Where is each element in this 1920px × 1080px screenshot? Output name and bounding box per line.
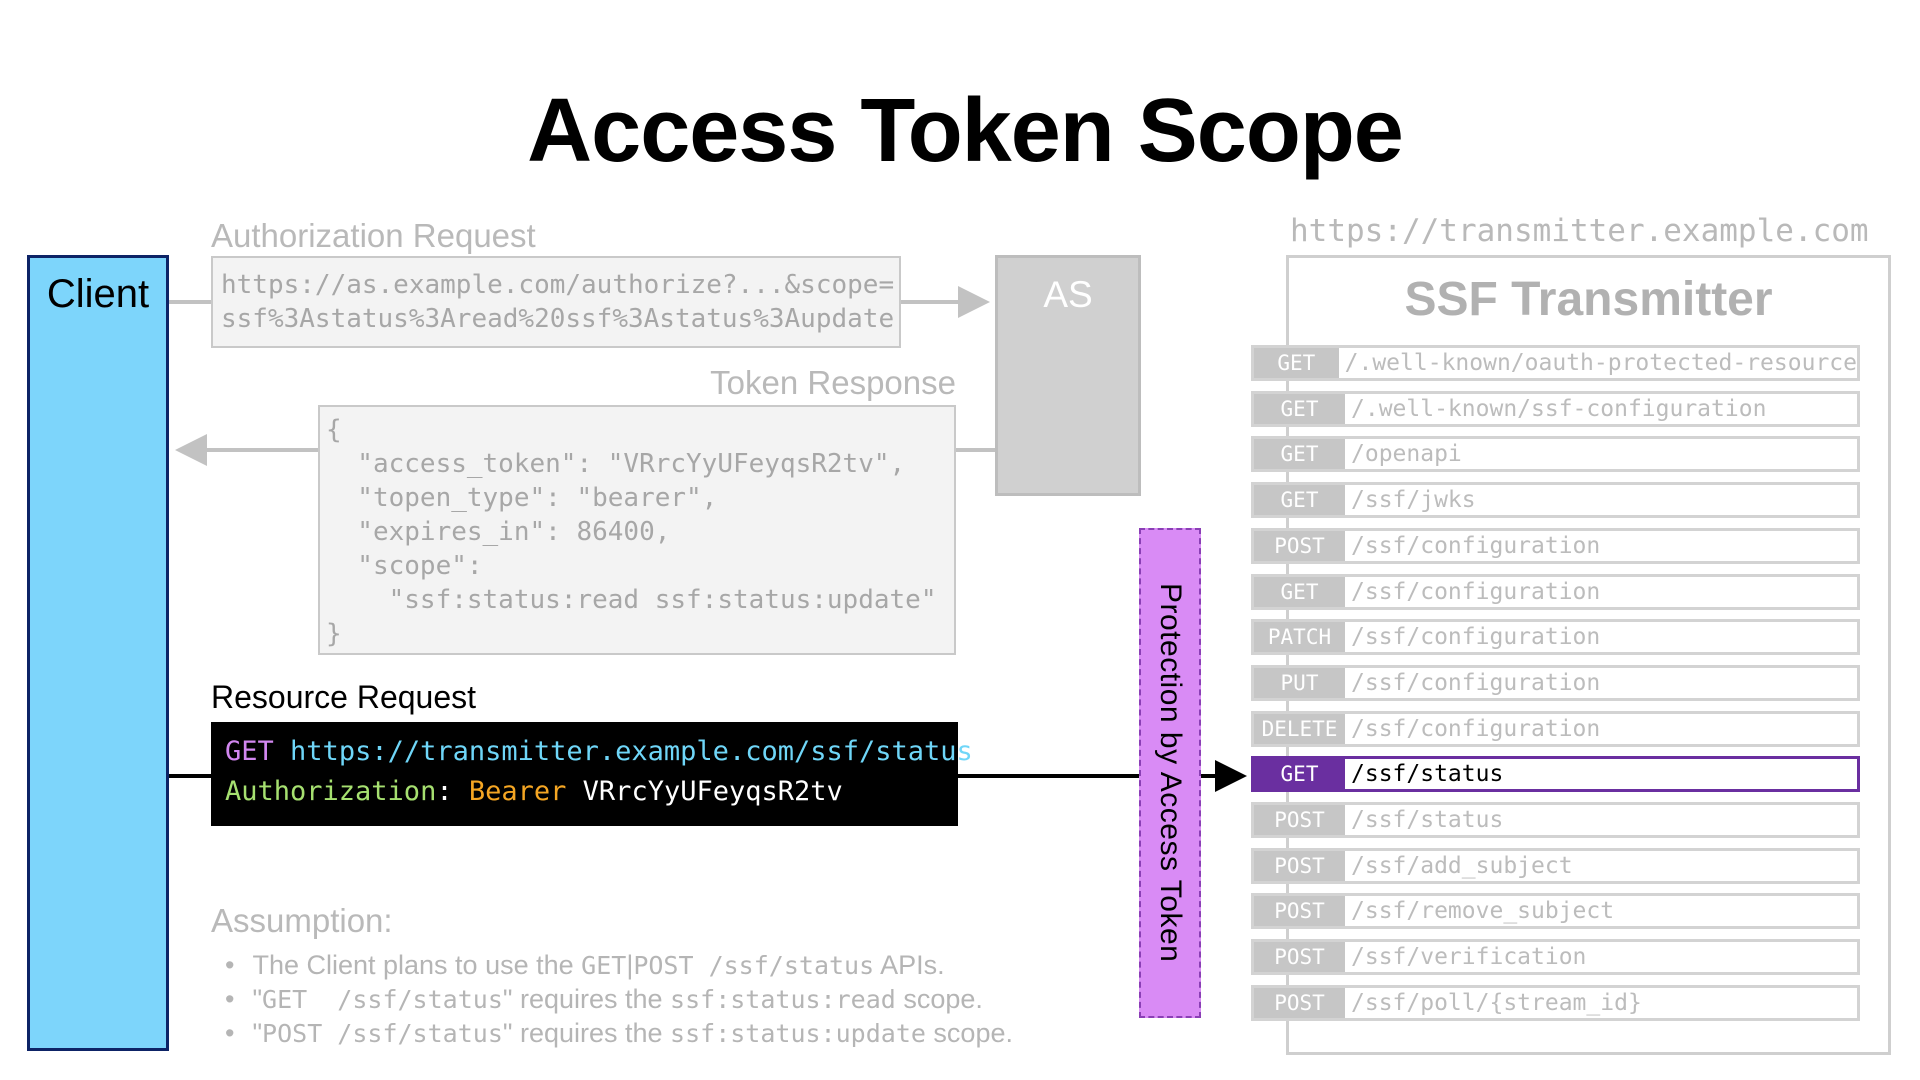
token-response-line: "access_token": "VRrcYyUFeyqsR2tv", bbox=[326, 449, 906, 479]
endpoint-path: /ssf/poll/{stream_id} bbox=[1351, 990, 1642, 1016]
client-box bbox=[27, 255, 169, 1051]
endpoint-method: POST bbox=[1254, 851, 1345, 881]
bullet-icon: • bbox=[225, 984, 235, 1014]
request-token: VRrcYyUFeyqsR2tv bbox=[582, 776, 843, 807]
endpoint-path: /ssf/configuration bbox=[1351, 579, 1601, 605]
token-response-line: } bbox=[326, 619, 342, 649]
endpoint-row: POST/ssf/remove_subject bbox=[1251, 893, 1860, 929]
endpoint-path: /ssf/add_subject bbox=[1351, 853, 1573, 879]
client-label: Client bbox=[46, 272, 150, 316]
endpoint-method: POST bbox=[1254, 988, 1345, 1018]
token-response-label: Token Response bbox=[710, 364, 956, 401]
endpoint-path: /ssf/configuration bbox=[1351, 716, 1601, 742]
token-response-line: "topen_type": "bearer", bbox=[326, 483, 718, 513]
token-response-line: "ssf:status:read ssf:status:update" bbox=[326, 585, 937, 615]
endpoint-row: PATCH/ssf/configuration bbox=[1251, 619, 1860, 655]
endpoint-method: GET bbox=[1254, 439, 1345, 469]
endpoint-row: GET/ssf/jwks bbox=[1251, 482, 1860, 518]
endpoint-path: /.well-known/ssf-configuration bbox=[1351, 396, 1767, 422]
request-url: https://transmitter.example.com/ssf/stat… bbox=[290, 736, 973, 767]
authorization-request-line-2: ssf%3Astatus%3Aread%20ssf%3Astatus%3Aupd… bbox=[221, 304, 895, 334]
endpoint-row: PUT/ssf/configuration bbox=[1251, 665, 1860, 701]
endpoint-path: /ssf/jwks bbox=[1351, 487, 1476, 513]
request-method: GET bbox=[225, 736, 274, 767]
request-header-colon: : bbox=[436, 776, 453, 807]
authorization-request-line-1: https://as.example.com/authorize?...&sco… bbox=[221, 270, 895, 300]
endpoint-method: POST bbox=[1254, 805, 1345, 835]
endpoint-method: GET bbox=[1254, 485, 1345, 515]
request-auth-scheme: Bearer bbox=[468, 776, 567, 807]
endpoint-row: POST/ssf/add_subject bbox=[1251, 848, 1860, 884]
endpoint-path: /openapi bbox=[1351, 441, 1462, 467]
assumption-item-3: •"POST /ssf/status" requires the ssf:sta… bbox=[225, 1018, 1013, 1048]
endpoint-method: GET bbox=[1254, 348, 1339, 378]
token-response-box: { "access_token": "VRrcYyUFeyqsR2tv", "t… bbox=[318, 405, 956, 655]
bullet-icon: • bbox=[225, 1018, 235, 1048]
ssf-transmitter-title: SSF Transmitter bbox=[1404, 273, 1773, 326]
endpoint-method: DELETE bbox=[1254, 714, 1345, 744]
endpoint-row: GET/ssf/configuration bbox=[1251, 574, 1860, 610]
bullet-icon: • bbox=[225, 950, 235, 980]
endpoint-path: /ssf/configuration bbox=[1351, 533, 1601, 559]
endpoint-row: GET/openapi bbox=[1251, 436, 1860, 472]
transmitter-url: https://transmitter.example.com bbox=[1290, 213, 1869, 249]
resource-request-box: GET https://transmitter.example.com/ssf/… bbox=[211, 722, 973, 826]
authorization-request-label: Authorization Request bbox=[211, 217, 536, 254]
endpoint-path: /ssf/verification bbox=[1351, 944, 1587, 970]
endpoint-path: /ssf/configuration bbox=[1351, 670, 1601, 696]
assumption-item-1: •The Client plans to use the GET|POST /s… bbox=[225, 950, 945, 980]
page-title: Access Token Scope bbox=[527, 81, 1404, 181]
endpoint-path: /ssf/remove_subject bbox=[1351, 898, 1615, 924]
endpoint-method: POST bbox=[1254, 531, 1345, 561]
endpoint-path: /.well-known/oauth-protected-resource bbox=[1344, 350, 1857, 376]
as-label: AS bbox=[1043, 274, 1093, 315]
request-header-name: Authorization bbox=[225, 776, 437, 807]
endpoint-path: /ssf/status bbox=[1351, 761, 1504, 787]
endpoint-path: /ssf/configuration bbox=[1351, 624, 1601, 650]
endpoint-method: PUT bbox=[1254, 668, 1345, 698]
endpoint-row: POST/ssf/poll/{stream_id} bbox=[1251, 985, 1860, 1021]
endpoint-row: GET/ssf/status bbox=[1251, 756, 1860, 792]
as-box bbox=[995, 255, 1141, 496]
token-response-line: { bbox=[326, 415, 342, 445]
endpoint-method: POST bbox=[1254, 942, 1345, 972]
endpoint-row: GET/.well-known/ssf-configuration bbox=[1251, 391, 1860, 427]
endpoint-row: GET/.well-known/oauth-protected-resource bbox=[1251, 345, 1860, 381]
assumption-item-2: •"GET /ssf/status" requires the ssf:stat… bbox=[225, 984, 983, 1014]
endpoint-method: GET bbox=[1254, 394, 1345, 424]
protection-box bbox=[1139, 528, 1201, 1018]
authorization-request-box: https://as.example.com/authorize?...&sco… bbox=[211, 256, 901, 348]
endpoint-row: POST/ssf/status bbox=[1251, 802, 1860, 838]
endpoint-method: PATCH bbox=[1254, 622, 1345, 652]
endpoint-row: DELETE/ssf/configuration bbox=[1251, 711, 1860, 747]
endpoint-method: GET bbox=[1254, 577, 1345, 607]
endpoint-row: POST/ssf/verification bbox=[1251, 939, 1860, 975]
assumption-label: Assumption: bbox=[211, 902, 393, 939]
endpoint-method: POST bbox=[1254, 896, 1345, 926]
token-response-line: "scope": bbox=[326, 551, 483, 581]
endpoint-method: GET bbox=[1254, 759, 1345, 789]
endpoint-path: /ssf/status bbox=[1351, 807, 1504, 833]
endpoint-row: POST/ssf/configuration bbox=[1251, 528, 1860, 564]
protection-label: Protection by Access Token bbox=[1154, 583, 1187, 963]
token-response-line: "expires_in": 86400, bbox=[326, 517, 671, 547]
resource-request-label: Resource Request bbox=[211, 679, 477, 715]
